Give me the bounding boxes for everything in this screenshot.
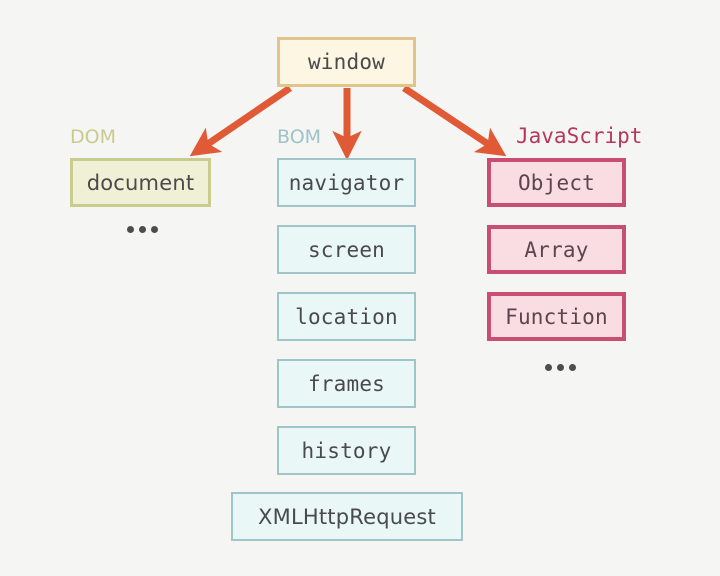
node-xmlhttprequest[interactable]: XMLHttpRequest (231, 492, 463, 541)
node-array[interactable]: Array (487, 225, 626, 274)
node-navigator[interactable]: navigator (277, 158, 416, 207)
node-document[interactable]: document (70, 158, 211, 207)
node-location[interactable]: location (277, 292, 416, 341)
ellipsis-dot (151, 226, 158, 233)
ellipsis-dot (127, 226, 134, 233)
arrow-window-to-javascript (402, 85, 507, 157)
node-window[interactable]: window (277, 37, 416, 87)
column-label-javascript: JavaScript (516, 124, 643, 148)
ellipsis-dot (557, 364, 564, 371)
ellipsis-dot (569, 364, 576, 371)
node-frames[interactable]: frames (277, 359, 416, 408)
ellipsis-javascript (545, 364, 576, 371)
ellipsis-dot (545, 364, 552, 371)
node-object[interactable]: Object (487, 158, 626, 207)
column-label-dom: DOM (70, 126, 116, 148)
ellipsis-dom (127, 226, 158, 233)
node-screen[interactable]: screen (277, 225, 416, 274)
node-history[interactable]: history (277, 426, 416, 475)
ellipsis-dot (139, 226, 146, 233)
node-function[interactable]: Function (487, 292, 626, 341)
column-label-bom: BOM (277, 126, 322, 148)
